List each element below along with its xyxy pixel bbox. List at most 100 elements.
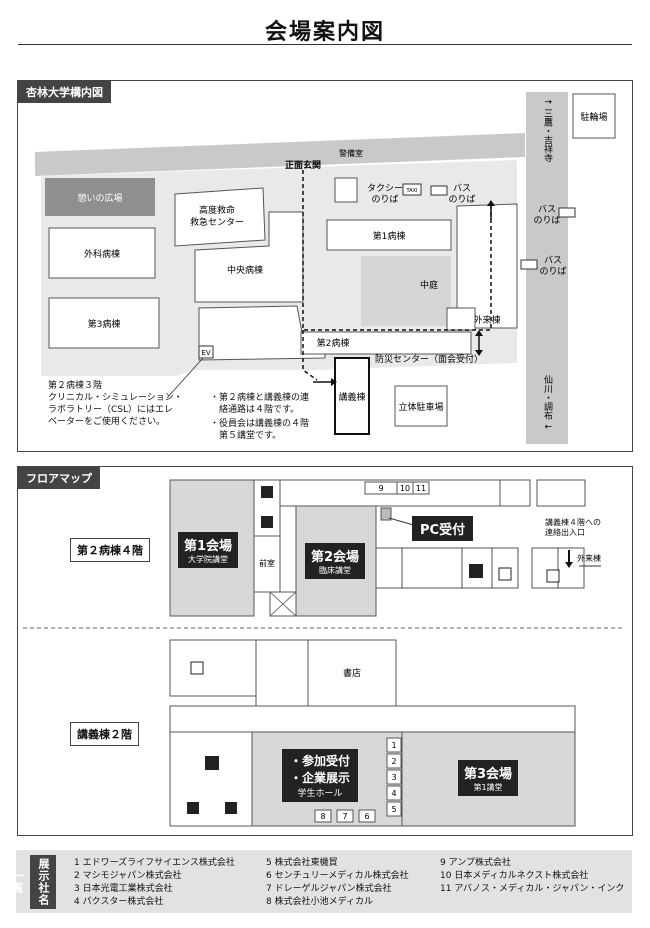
exhibitor-item: 5 株式会社東機貿 <box>266 858 338 868</box>
map-shape <box>386 785 402 801</box>
booth-6-label: 6 <box>364 812 369 821</box>
booths-bottom <box>314 809 376 823</box>
map-shape <box>386 769 402 785</box>
exhibitor-item: 2 マシモジャパン株式会社 <box>74 871 182 881</box>
bus-icon-1 <box>430 185 448 196</box>
toilet-icon-2 <box>261 516 273 528</box>
venue2-sub: 臨床講堂 <box>319 566 352 575</box>
toilet-icon-1 <box>261 486 273 498</box>
outpatient-lobby <box>446 307 476 331</box>
route-arrow-head-3 <box>475 350 483 356</box>
surgery-label: 外科病棟 <box>84 248 120 260</box>
exhibitor-item: 4 パクスター株式会社 <box>74 897 164 907</box>
ev-box <box>198 345 214 359</box>
ward1-building <box>326 219 452 251</box>
corridor-2f <box>169 705 576 733</box>
road-north-label: ↑ 三鷹・吉祥寺 <box>542 98 553 162</box>
map-shape <box>314 809 332 823</box>
surgery-building <box>48 227 156 279</box>
student-hall-label: 学生ホール <box>297 789 343 799</box>
toilet-icon-3 <box>187 802 199 814</box>
exhibitor-item: 6 センチュリーメディカル株式会社 <box>266 871 409 881</box>
route-path <box>302 170 492 331</box>
ward3-building <box>48 297 160 349</box>
bus-icon-3 <box>520 259 538 270</box>
emergency-building <box>174 187 266 247</box>
venue3-sub: 第1講堂 <box>473 783 503 792</box>
note-leader-line <box>166 357 204 399</box>
plaza <box>45 178 155 216</box>
campus-map: 駐輪場 ↑ 三鷹・吉祥寺 仙川・調布 ↓ 憩いの広場 外科病棟 第3病棟 高度救… <box>35 92 616 444</box>
front-room <box>253 535 281 593</box>
bookstore-label: 書店 <box>343 667 361 679</box>
bus-label-1a: バス <box>453 183 471 194</box>
room-2f-mid <box>255 639 309 707</box>
venue2-badge: 第2会場 臨床講堂 <box>305 543 366 579</box>
venue3-title: 第3会場 <box>464 767 513 782</box>
lecture-building <box>334 357 370 435</box>
map-shape <box>386 737 402 753</box>
booth-1-label: 1 <box>391 741 396 750</box>
reception-badge: ・参加受付 ・企業展示 学生ホール <box>282 749 359 802</box>
exhibitor-item: 9 アンプ株式会社 <box>440 858 511 868</box>
bookstore <box>307 639 397 707</box>
guard-label: 警備室 <box>339 148 363 158</box>
route-arrow-head-1 <box>331 378 337 386</box>
accessible-icon-4f <box>469 564 483 578</box>
ward2-wing <box>300 331 472 355</box>
booth-5-label: 5 <box>391 805 396 814</box>
pc-reception-badge: PC受付 <box>412 516 474 541</box>
ev-label: EV <box>201 349 210 357</box>
bus-label-2a: バス <box>538 204 556 215</box>
booth-10-label: 10 <box>400 484 410 493</box>
booth-9-label: 9 <box>378 484 383 493</box>
room-2f-left-top <box>169 639 257 697</box>
outpatient-label: 外来棟 <box>473 314 500 326</box>
exhibitor-list-tag: 展示社名一覧 <box>11 855 56 909</box>
exhibitor-col-2: 5 株式会社東機貿 6 センチュリーメディカル株式会社 7 ドレーゲルジャパン株… <box>266 857 409 909</box>
booth-8-label: 8 <box>320 812 325 821</box>
exhibitor-item: 7 ドレーゲルジャパン株式会社 <box>266 884 392 894</box>
floor4-label: 第２病棟４階 <box>70 538 150 562</box>
bus-label-3a: バス <box>544 255 562 266</box>
road-south-label: 仙川・調布 ↓ <box>542 374 553 430</box>
booth-3-label: 3 <box>391 773 396 782</box>
guard-room <box>334 177 358 203</box>
toilet-icon-4 <box>225 802 237 814</box>
emergency-label-1: 高度救命 <box>199 204 235 216</box>
booths-right <box>386 737 402 817</box>
parking-label: 立体駐車場 <box>398 401 443 413</box>
bus-label-3b: のりば <box>539 266 566 277</box>
main-road <box>35 133 525 176</box>
taxi-label-2: のりば <box>371 194 398 205</box>
disaster-center-label: 防災センター（面会受付） <box>375 353 483 365</box>
room-4f-a <box>375 547 403 589</box>
courtyard-label: 中庭 <box>420 279 438 291</box>
taxi-icon <box>402 183 422 196</box>
emergency-label-2: 救急センター <box>190 216 244 228</box>
exhibitor-item: 1 エドワーズライフサイエンス株式会社 <box>74 858 235 868</box>
route-arrow-head-2 <box>475 330 483 336</box>
exhibitor-item: 3 日本光電工業株式会社 <box>74 884 173 894</box>
route-note-2: ・役員会は講義棟の４階 第５講堂です。 <box>210 419 310 441</box>
title-divider <box>18 44 632 45</box>
booth-4-label: 4 <box>391 789 396 798</box>
connect-arrow-head <box>565 562 573 568</box>
floor2-label: 講義棟２階 <box>70 722 139 746</box>
exhibitor-item: 10 日本メディカルネクスト株式会社 <box>440 871 589 881</box>
central-label: 中央病棟 <box>227 264 263 276</box>
outpatient-arrow-label: 外来棟 <box>577 553 601 563</box>
bike-parking <box>572 93 616 139</box>
map-shape <box>336 809 354 823</box>
accessible-icon-2f <box>205 756 219 770</box>
venue1-badge: 第1会場 大学院講堂 <box>178 532 239 568</box>
exhibitor-col-3: 9 アンプ株式会社 10 日本メディカルネクスト株式会社 11 アバノス・メディ… <box>440 857 624 896</box>
exhibit-label: ・企業展示 <box>290 771 351 785</box>
main-entrance-label: 正面玄関 <box>285 159 321 171</box>
booth-11 <box>412 481 430 495</box>
bus-label-1b: のりば <box>448 194 475 205</box>
elevator-icon-4f-b <box>546 569 560 583</box>
map-shape <box>358 809 376 823</box>
bike-parking-label: 駐輪場 <box>580 111 607 123</box>
exhibitor-item: 11 アバノス・メディカル・ジャパン・インク <box>440 884 625 894</box>
